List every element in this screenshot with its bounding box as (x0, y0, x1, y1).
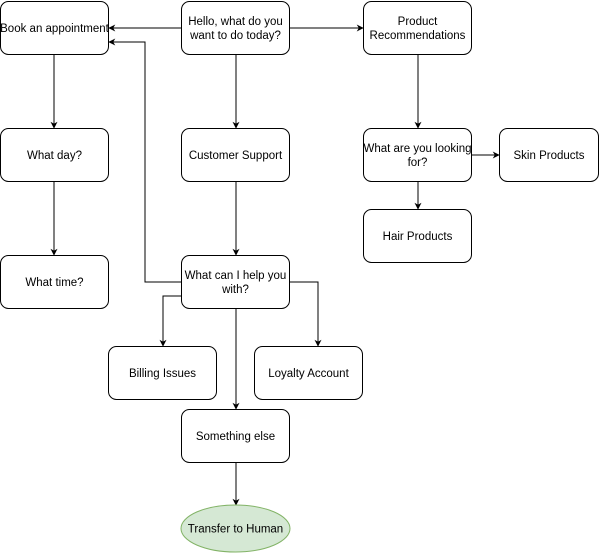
node-billing-shape (108, 346, 217, 400)
node-greeting-label: want to do today? (189, 30, 281, 42)
node-skin-label: Skin Products (514, 150, 585, 162)
node-product-label: Recommendations (370, 30, 466, 42)
node-hair-label: Hair Products (383, 231, 453, 243)
node-billing-label: Billing Issues (129, 368, 196, 380)
node-help-label: with? (221, 284, 249, 296)
node-loyalty-label: Loyalty Account (268, 368, 349, 380)
node-loyalty: Loyalty Account (254, 346, 363, 400)
node-day-shape (0, 128, 109, 182)
node-billing: Billing Issues (108, 346, 217, 400)
edge-help-loyalty (290, 281, 322, 347)
node-looking-label: What are you looking (363, 143, 471, 155)
node-skin: Skin Products (499, 128, 599, 182)
node-else-shape (181, 409, 290, 463)
node-looking-shape (363, 128, 472, 182)
node-time-label: What time? (25, 277, 83, 289)
node-time-shape (0, 255, 109, 309)
node-greeting: Hello, what do you want to do today? (181, 1, 290, 55)
edge-help-book (108, 38, 181, 283)
edge-help-billing (159, 295, 181, 347)
node-hair: Hair Products (363, 209, 472, 263)
node-else-label: Something else (196, 431, 275, 443)
node-time: What time? (0, 255, 109, 309)
node-loyalty-shape (254, 346, 363, 400)
node-product-label: Product (398, 16, 438, 28)
node-book: Book an appointment (0, 1, 110, 55)
edges (50, 24, 500, 506)
node-human-shape (180, 504, 291, 553)
node-day: What day? (0, 128, 109, 182)
node-skin-shape (499, 128, 599, 182)
node-product-shape (363, 1, 472, 55)
node-help-shape (181, 255, 290, 309)
node-day-label: What day? (27, 150, 82, 162)
node-greeting-label: Hello, what do you (188, 16, 283, 28)
node-book-shape (0, 1, 109, 55)
node-book-label: Book an appointment (0, 23, 109, 35)
node-support-shape (181, 128, 290, 182)
node-looking: What are you looking for? (363, 128, 472, 182)
node-looking-label: for? (408, 157, 428, 169)
node-human-label: Transfer to Human (188, 524, 283, 536)
node-human: Transfer to Human (180, 504, 291, 553)
node-help: What can I help you with? (181, 255, 290, 309)
node-support-label: Customer Support (189, 150, 283, 162)
node-support: Customer Support (181, 128, 290, 182)
node-greeting-shape (181, 1, 290, 55)
node-else: Something else (181, 409, 290, 463)
node-help-label: What can I help you (185, 270, 287, 282)
node-hair-shape (363, 209, 472, 263)
